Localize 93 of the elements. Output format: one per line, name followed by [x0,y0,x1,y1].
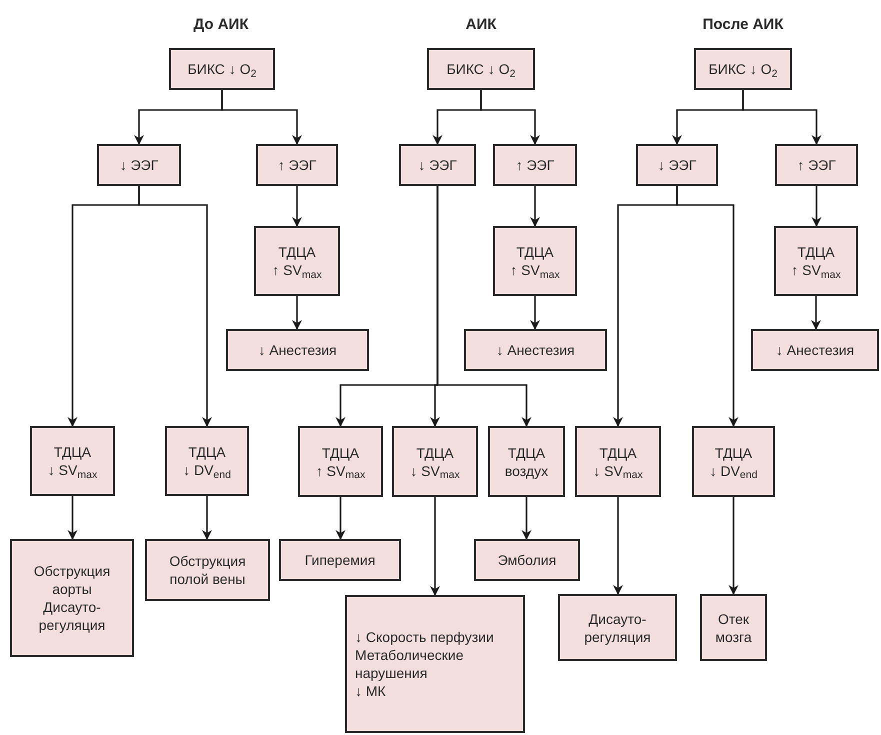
process-box [145,539,270,601]
process-box [10,539,134,657]
arrow [530,186,540,227]
box-text: ↑ SV$_{max}$ [510,261,560,279]
box-text: ↑ ЭЭГ [516,156,554,174]
box-text: Отек мозга [714,610,753,646]
box-text: ↓ ЭЭГ [658,156,696,174]
arrow [676,186,738,427]
box-text: Эмболия [498,551,556,569]
process-box [30,426,115,496]
column-heading: АИК [466,15,496,35]
box-text: ↑ ЭЭГ [278,156,316,174]
process-box [392,426,478,497]
box-text: ТДЦА [278,243,316,261]
process-box [345,595,525,733]
process-box [165,426,249,496]
box-text: ↓ DV$_{end}$ [710,462,758,480]
box-text: ↓ SV$_{max}$ [410,462,460,480]
process-box [256,144,338,186]
process-box [493,144,577,186]
column-heading: До АИК [194,15,248,35]
box-text: Гиперемия [304,551,376,569]
box-text: ↓ DV$_{end}$ [183,461,231,479]
box-text: ТДЦА [416,444,454,462]
box-text: ↓ Анестезия [776,341,854,359]
box-text: ТДЦА [188,443,226,461]
process-box [692,426,775,497]
arrow [430,497,440,596]
process-box [558,594,677,661]
arrow [522,497,532,540]
arrow [613,497,623,595]
box-text: Обструкция полой вены [168,552,247,588]
process-box [279,539,401,581]
box-text: БИКС ↓ O$_{2}$ [446,60,516,78]
arrow [811,296,821,330]
process-box [226,329,369,371]
process-box [97,144,181,186]
column-heading: После АИК [702,15,784,35]
process-box [636,144,718,186]
process-box [254,226,340,296]
box-text: ↓ SV$_{max}$ [593,462,643,480]
arrow [742,90,822,145]
box-text: БИКС ↓ O$_{2}$ [188,60,256,78]
box-text: ТДЦА [714,444,752,462]
arrow [436,186,532,427]
box-text: ↑ SV$_{max}$ [316,462,366,480]
box-text: ↓ МК [355,682,386,700]
box-text: Обструкция аорты [32,562,112,598]
process-box [493,226,577,296]
process-box [298,426,383,497]
box-text: ↑ SV$_{max}$ [791,261,841,279]
box-text: ↓ ЭЭГ [418,156,457,174]
box-text: воздух [504,462,548,480]
arrow [812,186,822,227]
arrow [202,496,212,540]
box-text: ТДЦА [54,443,92,461]
process-box [169,48,275,90]
process-box [751,329,879,371]
box-text: ↓ ЭЭГ [120,156,158,174]
process-box [774,226,858,296]
box-text: ТДЦА [599,444,637,462]
process-box [775,144,858,186]
arrow [221,90,302,145]
arrow [292,186,302,227]
process-box [700,594,767,661]
arrow [292,296,302,330]
process-box [694,48,792,90]
box-text: ТДЦА [508,444,546,462]
box-text: БИКС ↓ O$_{2}$ [708,60,778,78]
arrow [728,497,738,595]
process-box [399,144,476,186]
arrow [68,496,78,540]
box-text: ТДЦА [797,243,835,261]
box-text: ↓ Скорость перфузии [355,628,494,646]
arrow [336,497,346,540]
box-text: ↓ Анестезия [496,341,575,359]
arrow [530,296,540,330]
process-box [575,426,661,497]
arrow [480,90,540,145]
box-text: ↓ Анестезия [258,341,337,359]
process-box [488,426,565,497]
process-box [464,329,607,371]
box-text: ↑ ЭЭГ [797,156,836,174]
process-box [474,539,580,581]
box-text: ТДЦА [322,444,360,462]
box-text: ТДЦА [516,243,554,261]
arrow [138,186,212,427]
box-text: ↑ SV$_{max}$ [272,261,322,279]
process-box [427,48,535,90]
box-text: Метаболические нарушения [355,646,464,682]
box-text: ↓ SV$_{max}$ [48,461,98,479]
box-text: Дисауто-регуляция [38,598,106,634]
box-text: Дисауто-регуляция [583,610,652,646]
